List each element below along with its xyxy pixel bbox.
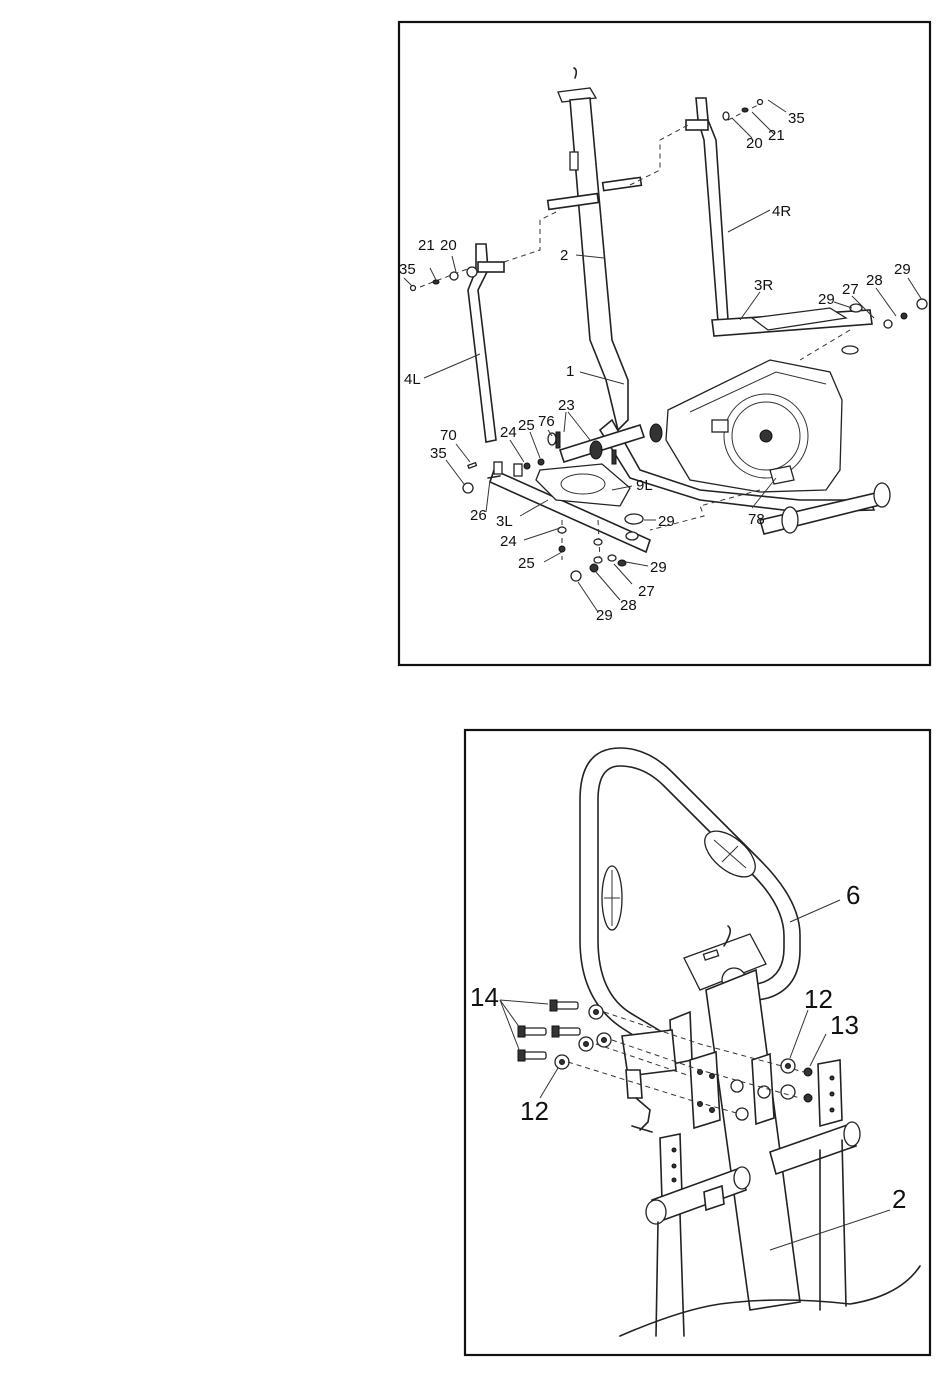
right-pedal-arm-3R [712, 308, 872, 360]
label-29-b: 29 [894, 261, 911, 278]
label-76: 76 [538, 413, 555, 430]
label-13: 13 [830, 1010, 859, 1040]
label-4R: 4R [772, 203, 791, 220]
label-27-b: 27 [638, 583, 655, 600]
figure-1-exploded-view: 35 21 20 4R 2 21 20 35 3R 29 27 28 29 4L… [399, 22, 930, 665]
label-12-right: 12 [804, 984, 833, 1014]
label-27-a: 27 [842, 281, 859, 298]
label-29-e: 29 [596, 607, 613, 624]
label-29-c: 29 [658, 513, 675, 530]
label-14: 14 [470, 982, 499, 1012]
right-handlebar-4R [630, 98, 760, 322]
label-28-a: 28 [866, 272, 883, 289]
label-3L: 3L [496, 513, 513, 530]
label-12-left: 12 [520, 1096, 549, 1126]
label-25-b: 25 [518, 555, 535, 572]
label-35-left: 35 [399, 261, 416, 278]
label-21-left: 21 [418, 237, 435, 254]
label-20-top: 20 [746, 135, 763, 152]
label-9L: 9L [636, 477, 653, 494]
label-23: 23 [558, 397, 575, 414]
label-4L: 4L [404, 371, 421, 388]
label-70: 70 [440, 427, 457, 444]
label-35-b: 35 [430, 445, 447, 462]
label-35-top: 35 [788, 110, 805, 127]
label-3R: 3R [754, 277, 773, 294]
figure-1-labels: 35 21 20 4R 2 21 20 35 3R 29 27 28 29 4L… [399, 110, 911, 624]
label-26: 26 [470, 507, 487, 524]
label-6: 6 [846, 880, 860, 910]
label-29-d: 29 [650, 559, 667, 576]
figure-2-handlebar-detail: 6 14 12 13 12 2 [465, 730, 930, 1355]
label-2: 2 [560, 247, 568, 264]
figure-2-frame [465, 730, 930, 1355]
label-20-left: 20 [440, 237, 457, 254]
label-2-fig2: 2 [892, 1184, 906, 1214]
label-25-a: 25 [518, 417, 535, 434]
label-28-b: 28 [620, 597, 637, 614]
label-78: 78 [748, 511, 765, 528]
label-29-a: 29 [818, 291, 835, 308]
label-24-a: 24 [500, 424, 517, 441]
label-1: 1 [566, 363, 574, 380]
label-21-top: 21 [768, 127, 785, 144]
label-24-b: 24 [500, 533, 517, 550]
